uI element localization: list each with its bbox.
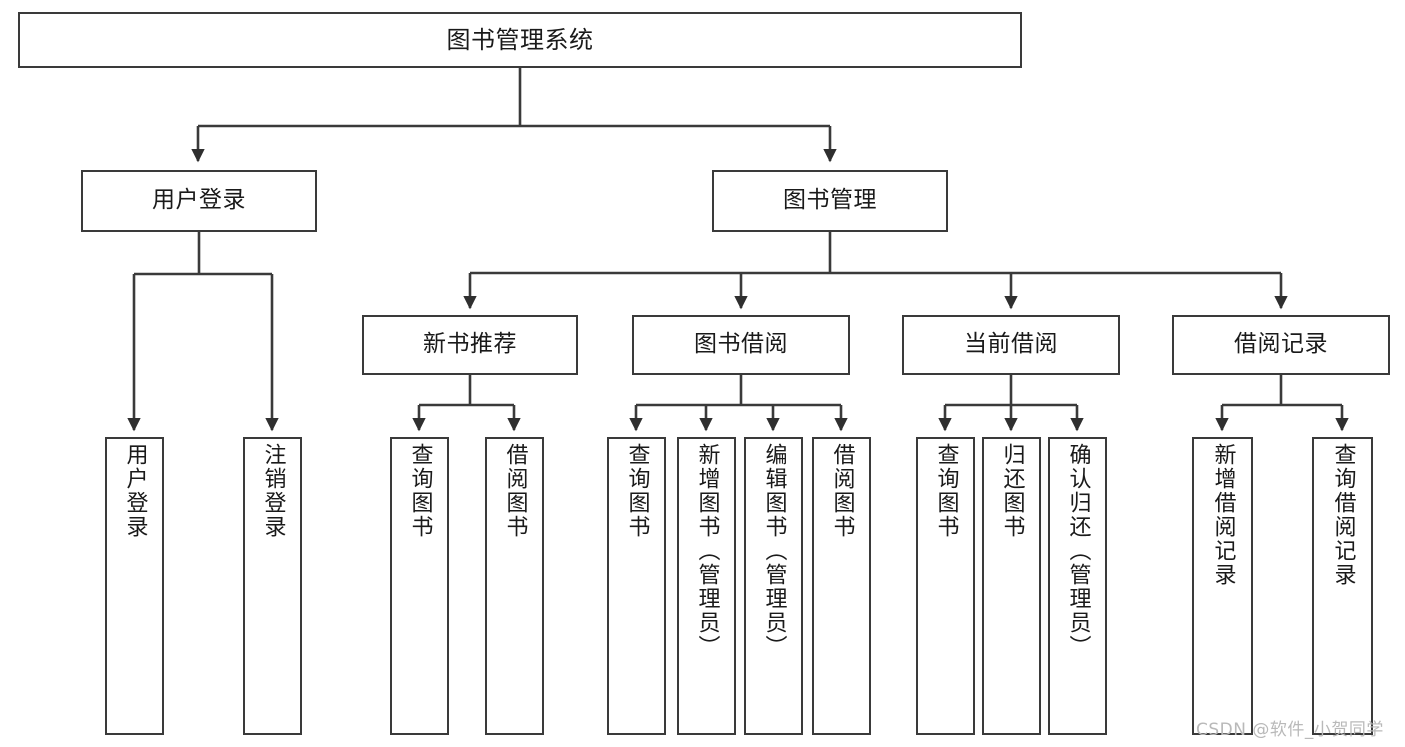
node-user-login[interactable]: 用户登录: [81, 170, 317, 232]
leaf-logout-login[interactable]: 注销登录: [243, 437, 302, 735]
leaf-logout-login-label: 注销登录: [260, 443, 286, 539]
node-new-book-recommend[interactable]: 新书推荐: [362, 315, 578, 375]
leaf-confirm-return-label: 确认归还（管理员）: [1065, 443, 1091, 659]
node-book-manage[interactable]: 图书管理: [712, 170, 948, 232]
node-book-manage-label: 图书管理: [783, 187, 877, 214]
node-user-login-label: 用户登录: [152, 187, 246, 214]
leaf-borrow-book-1-label: 借阅图书: [502, 443, 528, 539]
leaf-query-book-3[interactable]: 查询图书: [916, 437, 975, 735]
leaf-return-book[interactable]: 归还图书: [982, 437, 1041, 735]
leaf-query-book-2[interactable]: 查询图书: [607, 437, 666, 735]
leaf-return-book-label: 归还图书: [999, 443, 1025, 539]
leaf-borrow-book-1[interactable]: 借阅图书: [485, 437, 544, 735]
leaf-query-book-1[interactable]: 查询图书: [390, 437, 449, 735]
leaf-edit-book-label: 编辑图书（管理员）: [761, 443, 787, 659]
leaf-borrow-book-2[interactable]: 借阅图书: [812, 437, 871, 735]
leaf-confirm-return[interactable]: 确认归还（管理员）: [1048, 437, 1107, 735]
node-book-borrow[interactable]: 图书借阅: [632, 315, 850, 375]
node-borrow-record-label: 借阅记录: [1234, 331, 1328, 358]
node-root[interactable]: 图书管理系统: [18, 12, 1022, 68]
node-current-borrow-label: 当前借阅: [964, 331, 1058, 358]
leaf-add-book-label: 新增图书（管理员）: [694, 443, 720, 659]
leaf-query-book-1-label: 查询图书: [407, 443, 433, 539]
node-root-label: 图书管理系统: [446, 25, 594, 54]
leaf-query-book-2-label: 查询图书: [624, 443, 650, 539]
node-book-borrow-label: 图书借阅: [694, 331, 788, 358]
leaf-add-record-label: 新增借阅记录: [1210, 443, 1236, 587]
leaf-edit-book[interactable]: 编辑图书（管理员）: [744, 437, 803, 735]
leaf-query-record[interactable]: 查询借阅记录: [1312, 437, 1373, 735]
node-new-book-recommend-label: 新书推荐: [423, 331, 517, 358]
watermark-text: CSDN @软件_小贺同学: [1196, 720, 1384, 740]
leaf-borrow-book-2-label: 借阅图书: [829, 443, 855, 539]
leaf-query-book-3-label: 查询图书: [933, 443, 959, 539]
leaf-user-login-label: 用户登录: [122, 443, 148, 539]
leaf-user-login[interactable]: 用户登录: [105, 437, 164, 735]
leaf-query-record-label: 查询借阅记录: [1330, 443, 1356, 587]
leaf-add-book[interactable]: 新增图书（管理员）: [677, 437, 736, 735]
leaf-add-record[interactable]: 新增借阅记录: [1192, 437, 1253, 735]
node-current-borrow[interactable]: 当前借阅: [902, 315, 1120, 375]
node-borrow-record[interactable]: 借阅记录: [1172, 315, 1390, 375]
